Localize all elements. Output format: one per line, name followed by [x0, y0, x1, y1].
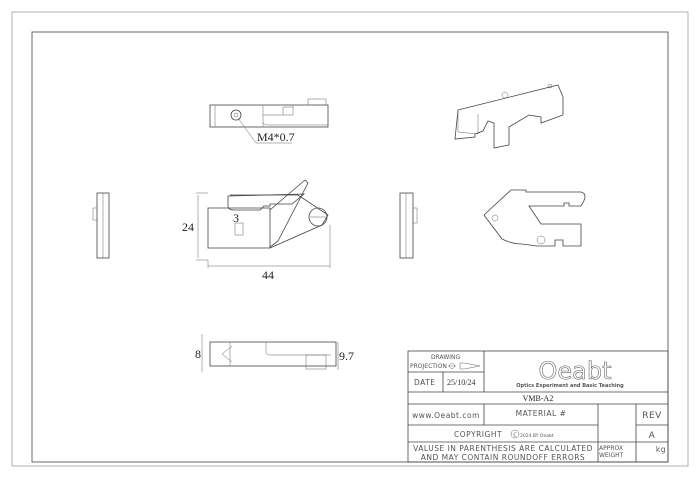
- slot-dimension: 3: [233, 211, 239, 225]
- logo: Oeabt: [538, 357, 611, 385]
- depth-dimension: 9.7: [339, 349, 354, 363]
- website-link: www.Oeabt.com: [412, 411, 480, 420]
- top-view: M4*0.7: [209, 98, 329, 144]
- isometric-view-bottom: [483, 189, 586, 247]
- weight-unit: kg: [656, 445, 666, 454]
- copyright-label: COPYRIGHT: [454, 430, 502, 439]
- title-block: DRAWING PROJECTION DATE 25/10/24 Oeabt O…: [407, 350, 669, 463]
- material-label: MATERIAL #: [516, 409, 567, 418]
- outer-border: [11, 11, 689, 467]
- weight-label: WEIGHT: [599, 452, 624, 459]
- date-label: DATE: [414, 378, 436, 387]
- left-side-view: [92, 192, 110, 259]
- part-number: VMB-A2: [523, 394, 554, 403]
- drawing-label: DRAWING: [431, 354, 461, 361]
- bottom-view: 8 9.7: [195, 334, 354, 372]
- thickness-dimension: 8: [195, 347, 201, 361]
- right-side-view: [399, 192, 418, 259]
- projection-label: PROJECTION: [410, 363, 447, 370]
- rev-label: REV: [642, 411, 662, 421]
- approx-label: APPROX: [599, 445, 623, 452]
- inner-border: [31, 31, 669, 463]
- date-value: 25/10/24: [447, 378, 475, 387]
- front-view: 24 3 44: [182, 179, 331, 282]
- thread-dimension: M4*0.7: [257, 130, 295, 144]
- length-dimension: 44: [262, 268, 274, 282]
- copyright-detail: 2024 BY Oeabt: [520, 433, 554, 439]
- rev-value: A: [649, 431, 656, 441]
- height-dimension: 24: [182, 220, 194, 234]
- projection-symbol-icon: [448, 362, 481, 370]
- svg-text:C: C: [513, 433, 517, 439]
- note-line-1: VALUSE IN PARENTHESIS ARE CALCULATED: [413, 444, 593, 453]
- isometric-view-top: [454, 83, 564, 149]
- logo-tagline: Optics Experiment and Basic Teaching: [516, 383, 624, 389]
- note-line-2: AND MAY CONTAIN ROUNDOFF ERRORS: [421, 453, 585, 462]
- thread-hole: [230, 109, 242, 121]
- copyright-icon: C: [510, 429, 520, 439]
